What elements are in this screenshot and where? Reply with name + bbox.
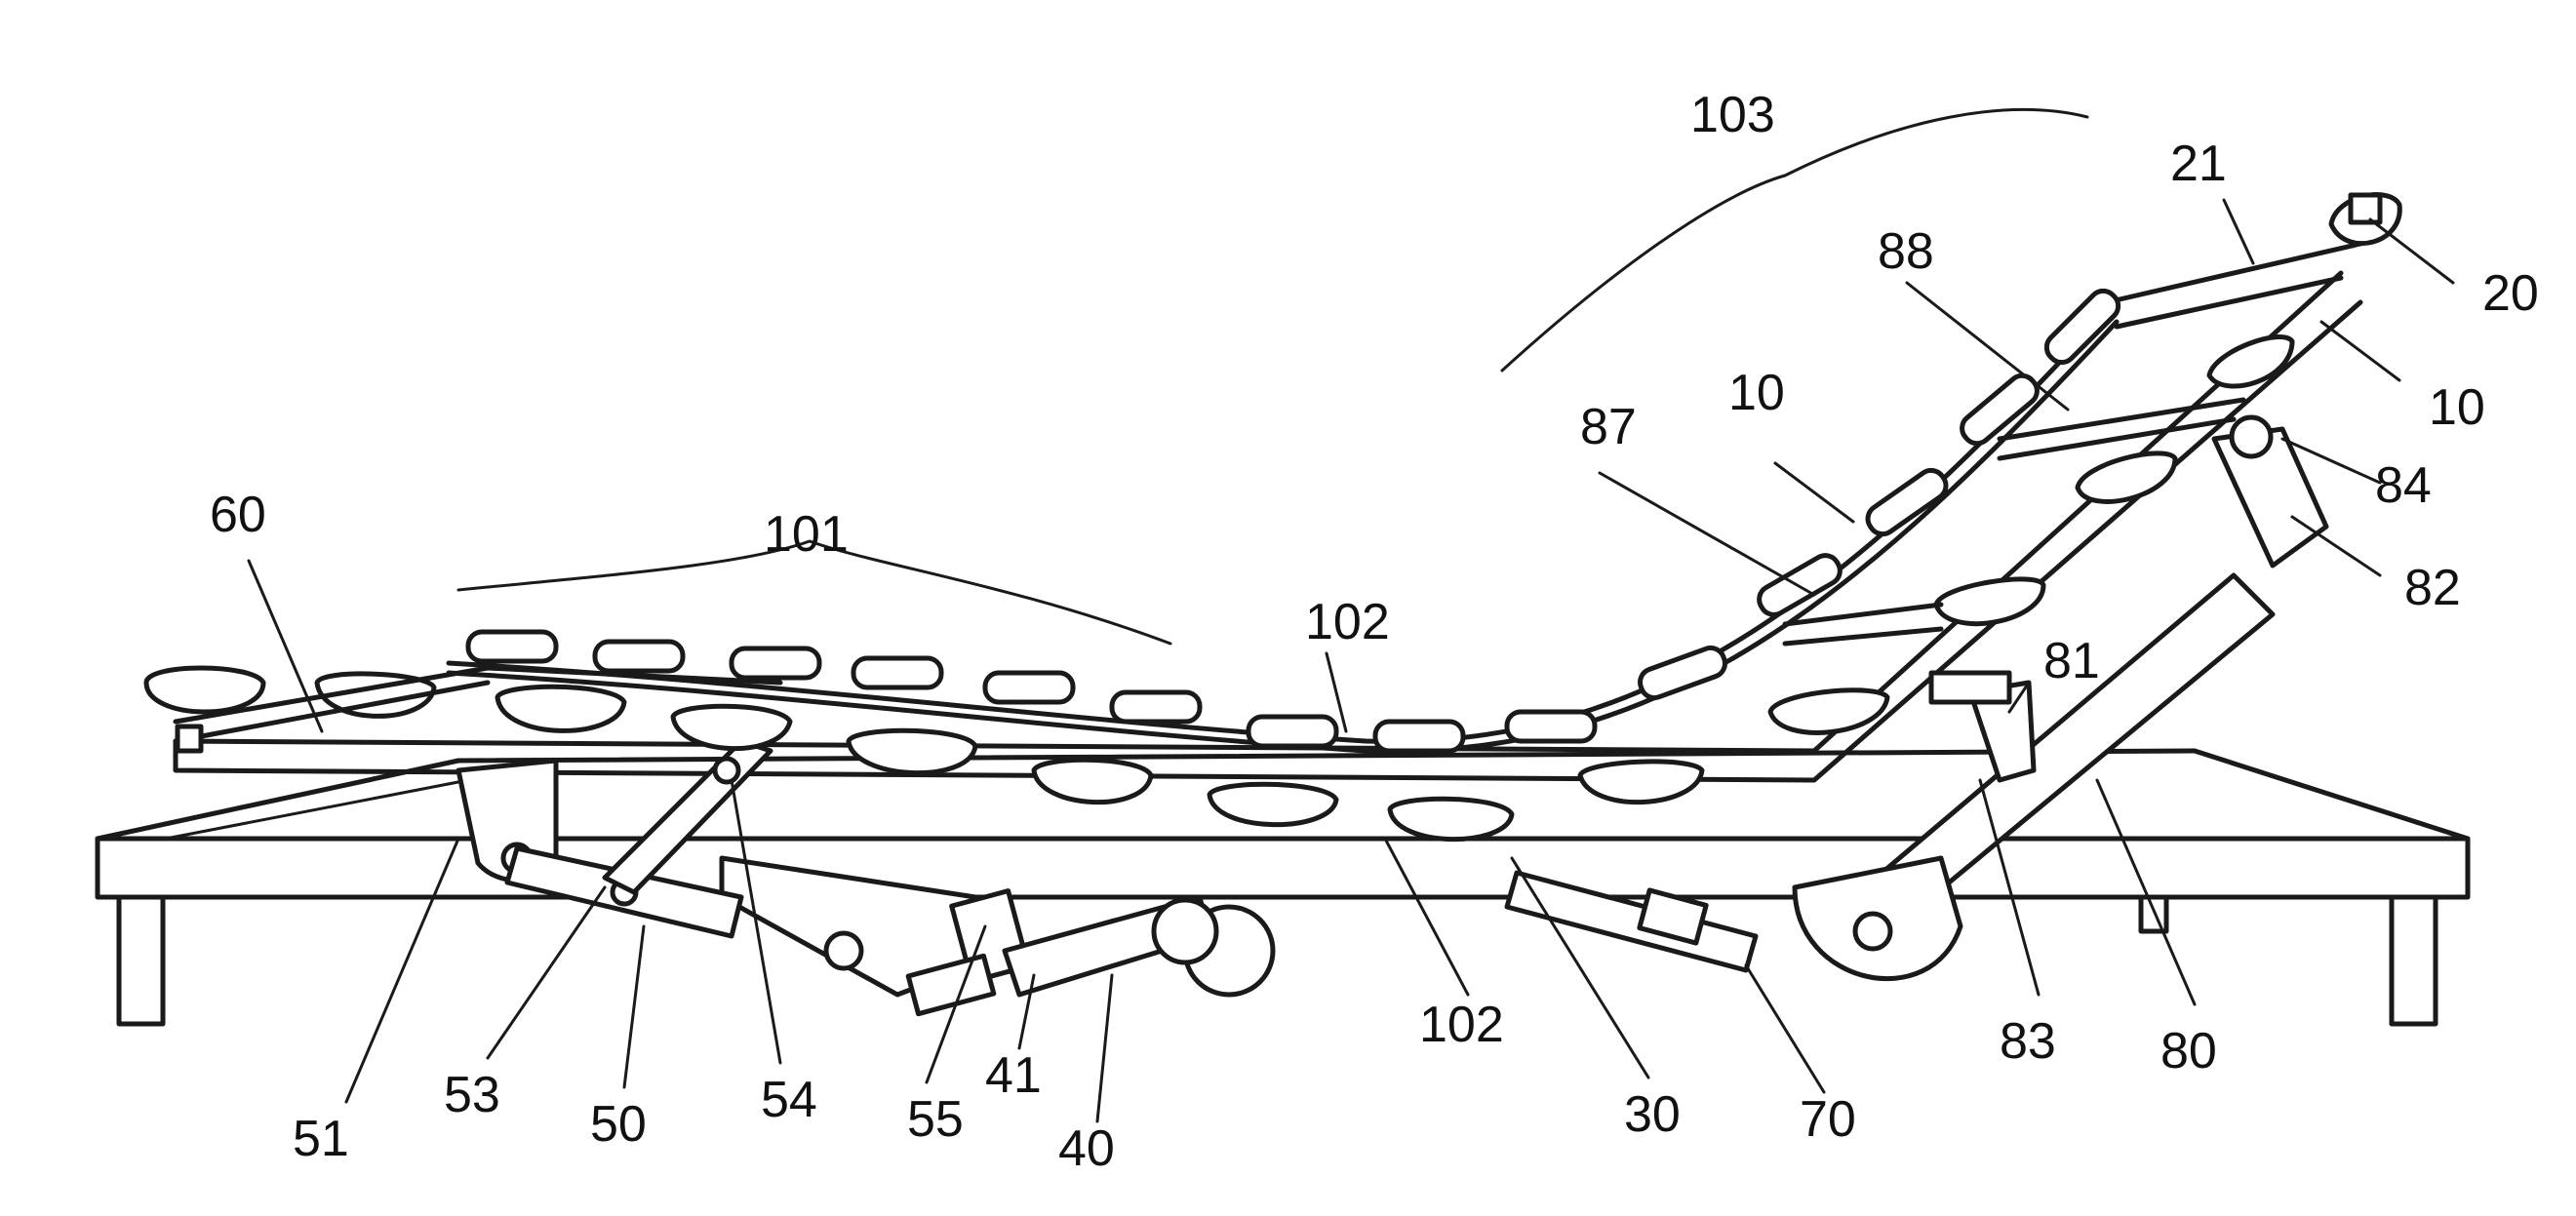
leader-lines (249, 200, 2453, 1121)
label-41: 41 (985, 1047, 1042, 1104)
label-51: 51 (293, 1111, 349, 1167)
label-70: 70 (1800, 1091, 1856, 1148)
label-82: 82 (2404, 560, 2461, 616)
label-53: 53 (444, 1067, 500, 1123)
label-102-top: 102 (1305, 594, 1390, 650)
support-81 (1931, 673, 2034, 780)
label-10-right: 10 (2429, 379, 2485, 436)
foot-end-cap (178, 726, 201, 751)
actuator-motor (908, 891, 1273, 1014)
actuator-70 (1507, 873, 1756, 970)
label-81: 81 (2043, 633, 2100, 689)
head-end-cap (2351, 195, 2380, 222)
label-103: 103 (1690, 87, 1775, 143)
label-84: 84 (2375, 457, 2432, 514)
label-55: 55 (907, 1091, 964, 1148)
label-88: 88 (1878, 223, 1934, 280)
leg-rear-right (2141, 897, 2166, 931)
label-101: 101 (764, 506, 849, 563)
leg-front-right (2392, 897, 2436, 1024)
label-54: 54 (761, 1072, 817, 1128)
label-102-bottom: 102 (1419, 997, 1504, 1053)
label-60: 60 (210, 487, 266, 543)
label-50: 50 (590, 1096, 647, 1153)
label-87: 87 (1580, 399, 1637, 455)
leg-front-left (119, 897, 163, 1024)
label-21: 21 (2170, 136, 2227, 192)
label-83: 83 (2000, 1013, 2056, 1070)
label-30: 30 (1624, 1086, 1681, 1143)
label-20: 20 (2482, 265, 2539, 322)
label-10-mid: 10 (1728, 365, 1785, 421)
label-40: 40 (1058, 1120, 1115, 1177)
label-80: 80 (2160, 1023, 2217, 1079)
